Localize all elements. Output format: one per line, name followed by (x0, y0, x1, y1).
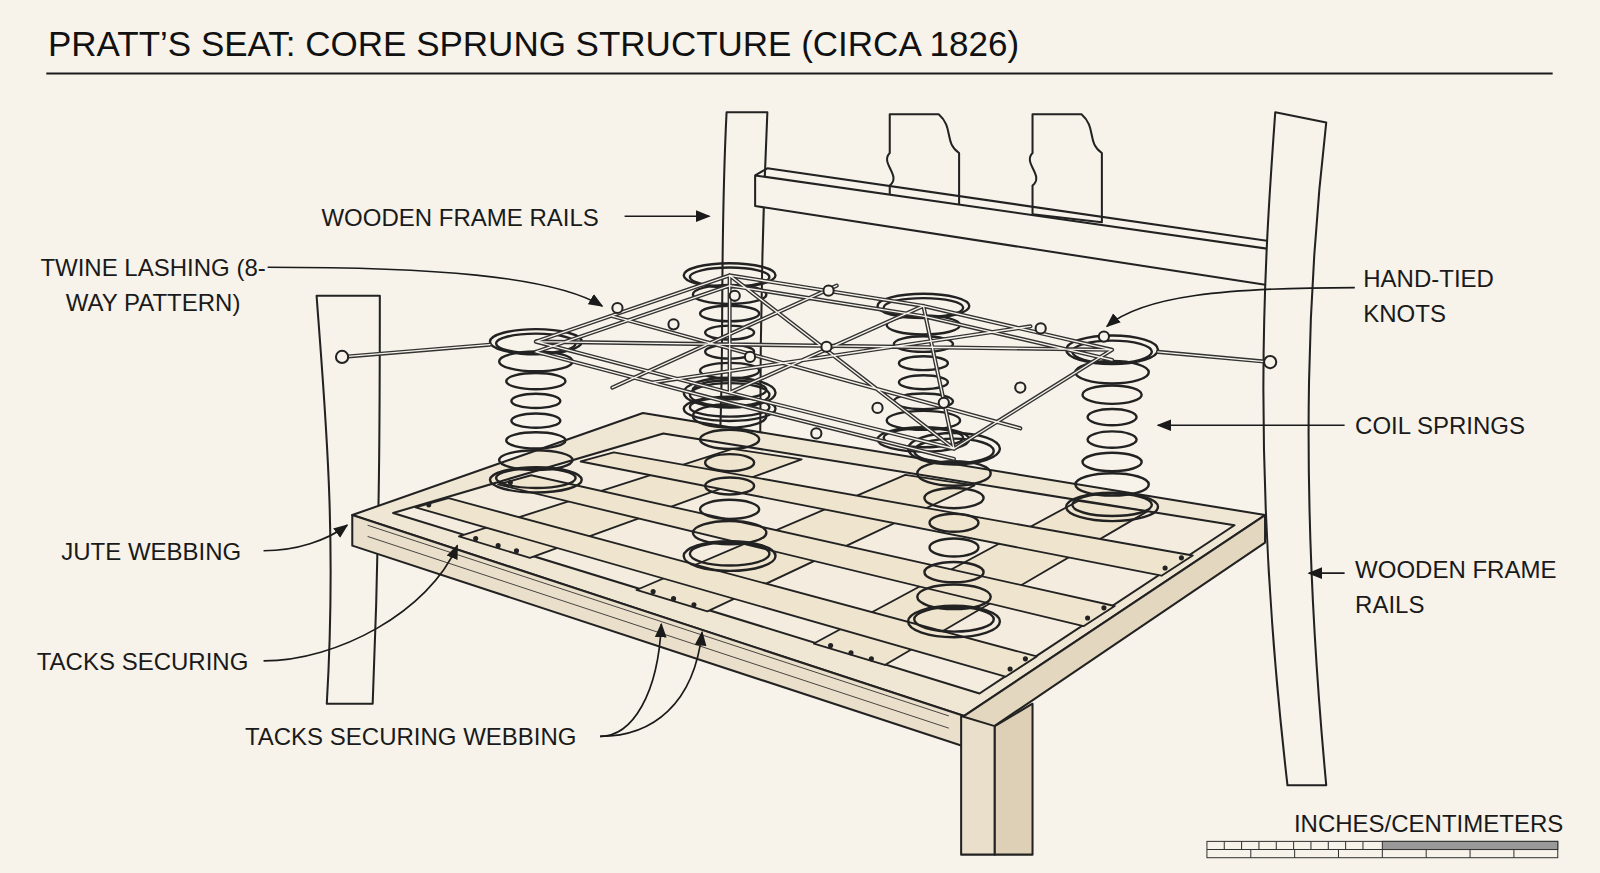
part-label: TACKS SECURING WEBBING (245, 719, 623, 754)
hand-tied-knot (1036, 323, 1046, 333)
part-label: TACKS SECURING (37, 644, 282, 679)
hand-tied-knot (668, 319, 678, 329)
hand-tied-knot (1015, 382, 1025, 392)
leader-line (264, 546, 458, 661)
frame-post (1263, 112, 1326, 785)
hand-tied-knot (872, 403, 882, 413)
scale-bar-fill (1382, 841, 1557, 849)
front-leg (961, 716, 995, 855)
scale-ticks (1224, 841, 1514, 857)
tack (1163, 566, 1168, 571)
part-label: TWINE LASHING (8-WAY PATTERN) (31, 250, 276, 320)
scale-label: INCHES/CENTIMETERS (1294, 806, 1580, 841)
coil-spring (684, 378, 776, 571)
back-rail-edge (755, 168, 1280, 250)
back-splat (1030, 114, 1102, 222)
part-label: COIL SPRINGS (1355, 408, 1590, 443)
part-label: WOODEN FRAME RAILS (1355, 552, 1590, 622)
leader-line (1107, 288, 1355, 327)
twine-lashing (336, 275, 1276, 459)
tack (426, 502, 431, 507)
leader-line (625, 215, 710, 217)
tack (1179, 555, 1184, 560)
tack (691, 602, 696, 607)
leader-line (268, 267, 603, 306)
hand-tied-knot (1264, 356, 1276, 368)
twine (342, 275, 1270, 459)
tack (848, 650, 853, 655)
leader-line (600, 632, 702, 736)
leader-line (1309, 572, 1345, 574)
diagram-title: PRATT’S SEAT: CORE SPRUNG STRUCTURE (CIR… (48, 22, 1019, 66)
hand-tied-knot (811, 428, 821, 438)
tack (1085, 615, 1090, 620)
tacks (426, 480, 1184, 672)
tack (473, 536, 478, 541)
tack (869, 656, 874, 661)
hand-tied-knot (612, 303, 622, 313)
front-leg (995, 704, 1033, 855)
part-label: HAND-TIED KNOTS (1363, 261, 1536, 331)
coil-spring (908, 433, 1000, 637)
leader-lines (264, 216, 1355, 736)
twine-highlight (342, 275, 1270, 459)
tack (514, 548, 519, 553)
right-post (1263, 112, 1326, 785)
tack (671, 596, 676, 601)
tack (1008, 666, 1013, 671)
coil-springs (490, 263, 1158, 637)
tack (828, 643, 833, 648)
hand-tied-knot (730, 291, 740, 301)
hand-tied-knot (336, 351, 348, 363)
hand-tied-knot (823, 286, 833, 296)
leader-line (600, 624, 661, 736)
leader-line (264, 525, 348, 550)
tack (1023, 656, 1028, 661)
tack (651, 589, 656, 594)
tack (496, 543, 501, 548)
part-label: WOODEN FRAME RAILS (321, 200, 637, 235)
leader-line (1158, 424, 1345, 426)
hand-tied-knot (939, 398, 949, 408)
scale-bar-frame (1207, 841, 1558, 857)
hand-tied-knot (745, 352, 755, 362)
hand-tied-knot (1099, 331, 1109, 341)
tack (1101, 605, 1106, 610)
title-rule (46, 72, 1552, 74)
coil-spring (1066, 336, 1158, 522)
scale-bar (1207, 841, 1558, 857)
part-label: JUTE WEBBING (61, 534, 275, 569)
hand-tied-knot (821, 342, 831, 352)
